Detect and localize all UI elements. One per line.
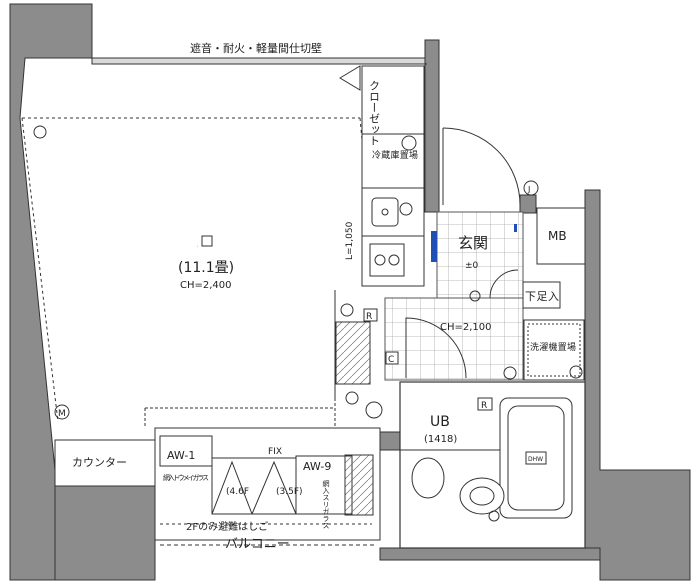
washer-area [523,319,585,381]
bathtub-inner [507,405,565,511]
service-panel [335,321,371,385]
power-icon-2 [345,391,359,405]
shoe-box [522,281,561,309]
washer-inner [527,323,581,377]
height-right: (3.5F) [276,487,303,497]
mb-box [536,207,586,265]
entrance-door [442,127,521,206]
room-center-mark [201,235,213,247]
r-mark-box-1 [363,308,378,322]
aw1-note: 網入トウメイガラス [163,473,209,482]
symbols [33,125,583,522]
fridge-label: 冷蔵庫置場 [372,149,418,161]
light-icon-room [33,125,47,139]
r-mark-2: R [481,401,487,411]
balcony-label: バルコニー [225,537,290,552]
top-wall-note: 遮音・耐火・軽量間仕切壁 [190,41,322,55]
light-icon-ub [488,510,500,522]
counter-label: カウンター [72,456,127,469]
light-icon-closet [401,135,417,151]
light-icon-hall-2 [503,366,517,380]
m-mark: M [58,409,66,419]
ub-label: UB [430,414,450,430]
ladder-note: 2Fのみ避難はしご [186,520,268,533]
hall-tiles [384,297,524,381]
ub-size: (1418) [424,434,457,445]
blue-accents [431,224,517,262]
room-circle-mark: 〇 [197,245,198,248]
aw9-label: AW-9 [303,460,331,473]
bottom-wall [379,547,601,561]
hall-doors [405,269,519,379]
r-mark-1: R [366,312,372,322]
sink-drain [381,208,389,216]
right-wall [584,189,691,581]
c-mark-box [385,351,399,365]
genkan-mark: ±0 [465,261,479,271]
light-icon-hall [469,290,481,302]
top-right-column [424,39,440,213]
kitchen-sink [371,197,399,227]
l-height-label: L=1,050 [345,221,355,260]
genkan-label: 玄関 [458,234,488,252]
hall-ceiling: CH=2,100 [440,322,492,333]
entrance-tiles [436,211,524,299]
dhw-box [525,451,547,465]
j-mark: J [527,185,530,194]
closet-label: クローゼット [368,80,381,146]
stove-burner-1 [374,254,386,266]
c-mark: C [388,355,394,365]
toilet [459,477,505,515]
r-mark-box-2 [477,397,493,411]
toilet-seat [469,486,495,506]
shoe-box-label: 下足入 [525,290,559,303]
entrance-pier [519,194,537,214]
light-icon-washer [569,365,583,379]
fix-label: FIX [268,447,282,457]
room-ceiling: CH=2,400 [180,280,232,291]
aw9-note: 網入スリガラス [322,479,330,529]
ub-pier [377,431,401,451]
stove [369,243,405,277]
left-wall [9,3,93,581]
mb-label: MB [548,229,567,243]
top-wall [91,57,428,65]
height-left: (4.6F [226,487,249,497]
vent-icon [365,401,383,419]
aw1-label: AW-1 [167,449,195,462]
room-size: (11.1畳) [178,260,234,276]
wash-basin [411,457,445,499]
light-icon-entrance [523,180,539,196]
m-mark-icon [54,404,70,420]
dhw-label: DHW [528,456,543,463]
power-icon-1 [340,303,354,317]
light-icon-kitchen [399,202,413,216]
balcony-area [154,427,381,546]
stove-burner-2 [388,254,400,266]
washer-label: 洗濯機置場 [530,341,576,353]
